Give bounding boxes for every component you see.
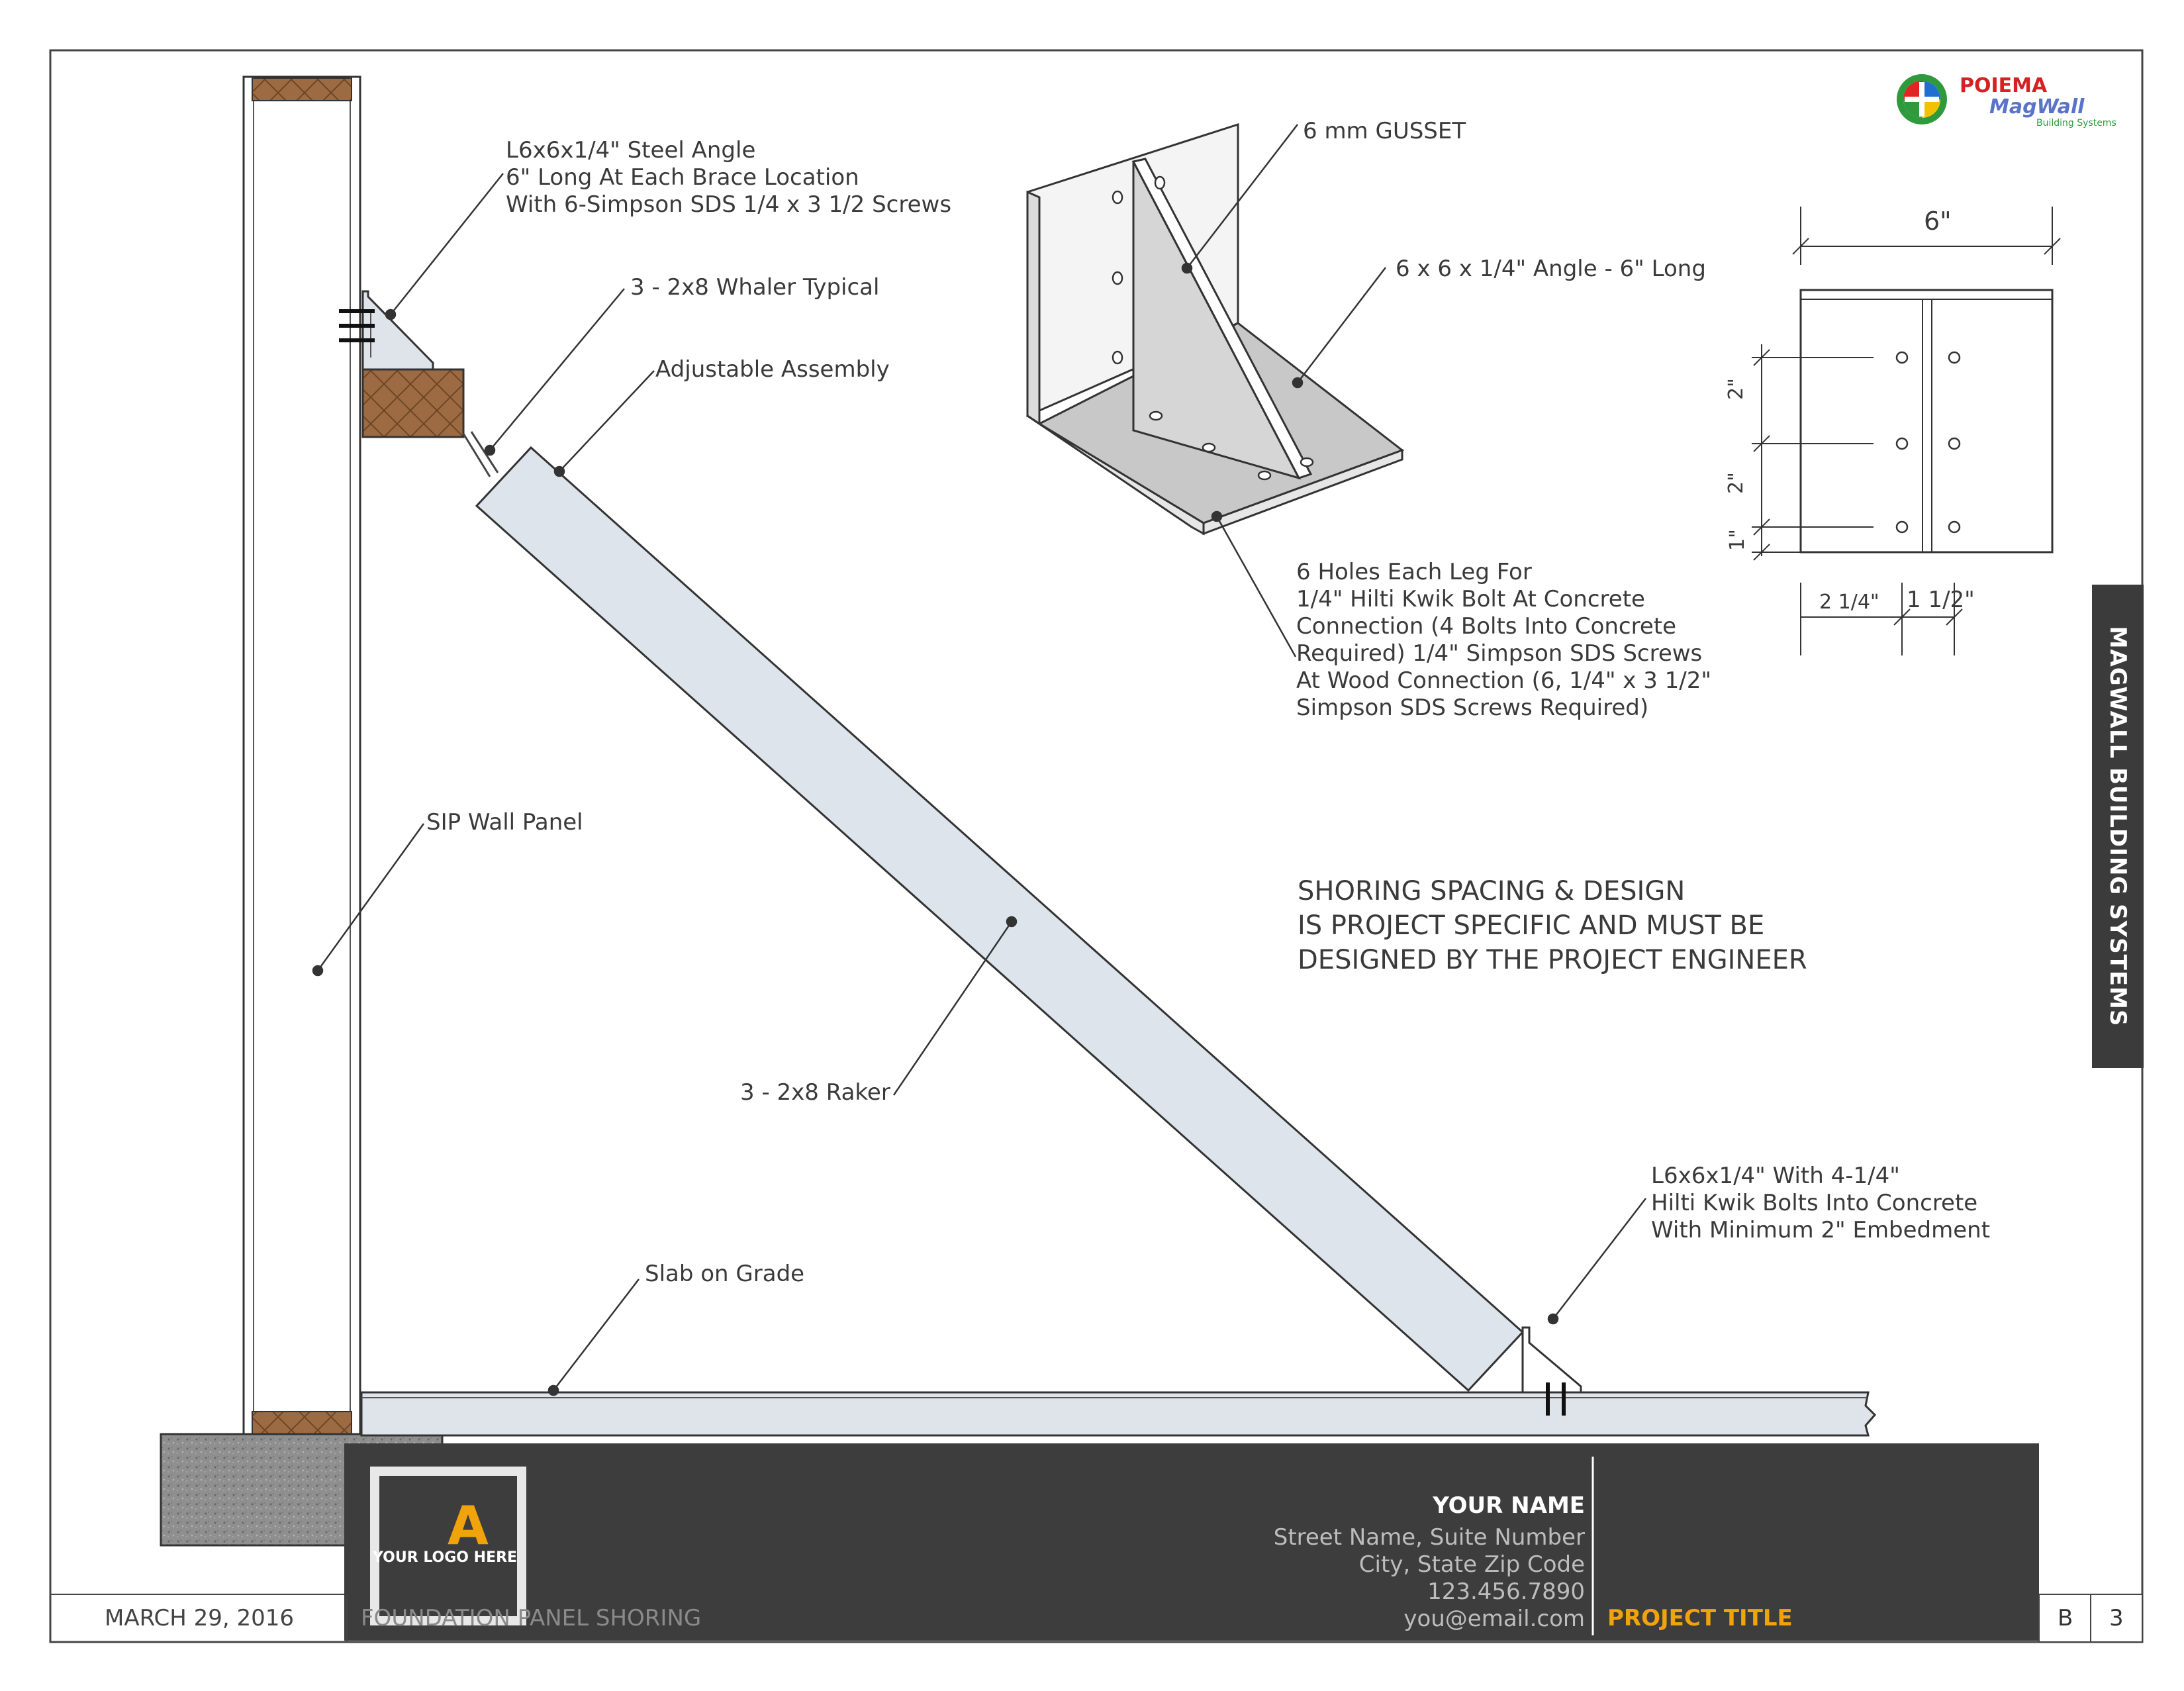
angle-elevation-detail: [1752, 207, 2061, 655]
logo-placeholder: YOUR LOGO HERE: [373, 1549, 518, 1566]
designer-street: Street Name, Suite Number: [1273, 1524, 1585, 1551]
sheet-letter: B: [2058, 1605, 2073, 1631]
project-title: PROJECT TITLE: [1607, 1605, 1793, 1631]
label-bottom-angle: L6x6x1/4" With 4-1/4"Hilti Kwik Bolts In…: [1651, 1163, 1991, 1243]
label-raker: 3 - 2x8 Raker: [740, 1079, 890, 1106]
logo-frame: [370, 1467, 526, 1625]
leader-lines: [312, 173, 1646, 1396]
label-sip-wall-panel: SIP Wall Panel: [426, 809, 583, 836]
bottom-steel-angle: [1521, 1326, 1582, 1416]
logo-product: MagWall: [1989, 95, 2085, 119]
designer-email: you@email.com: [1403, 1606, 1585, 1632]
side-label: MAGWALL BUILDING SYSTEMS: [2092, 585, 2144, 1068]
title-block: [50, 1443, 2143, 1643]
label-adjustable-assembly: Adjustable Assembly: [655, 356, 890, 383]
label-angle-6: 6 x 6 x 1/4" Angle - 6" Long: [1396, 256, 1706, 282]
designer-phone: 123.456.7890: [1427, 1578, 1585, 1605]
logo-brand: POIEMA: [1960, 74, 2048, 97]
sip-wall-panel: [242, 75, 361, 1435]
adjustable-link: [462, 433, 491, 477]
designer-name: YOUR NAME: [1433, 1492, 1585, 1519]
dim-h1: 2 1/4": [1819, 591, 1879, 614]
label-whaler: 3 - 2x8 Whaler Typical: [630, 274, 880, 301]
designer-city: City, State Zip Code: [1358, 1551, 1585, 1578]
angle-bracket-3d: [1026, 122, 1405, 536]
label-slab-on-grade: Slab on Grade: [645, 1261, 805, 1287]
logo-letter: A: [448, 1495, 489, 1557]
slab-on-grade: [360, 1391, 1877, 1437]
whaler-2x8: [361, 368, 465, 438]
drawing-title: FOUNDATION PANEL SHORING: [361, 1605, 702, 1631]
top-steel-angle: [339, 290, 434, 371]
dim-v2: 2": [1724, 472, 1748, 494]
sheet-number: 3: [2109, 1605, 2124, 1631]
dim-v1: 2": [1724, 378, 1748, 400]
sheet-date: MARCH 29, 2016: [105, 1605, 295, 1631]
dim-v3: 1": [1725, 529, 1749, 551]
label-gusset: 6 mm GUSSET: [1303, 118, 1466, 144]
poiema-logo: [1897, 74, 1947, 124]
bracket-leaders: [1181, 124, 1386, 657]
dim-width-top: 6": [1924, 207, 1952, 236]
dim-h2: 1 1/2": [1907, 587, 1975, 613]
logo-sub: Building Systems: [2036, 118, 2116, 128]
